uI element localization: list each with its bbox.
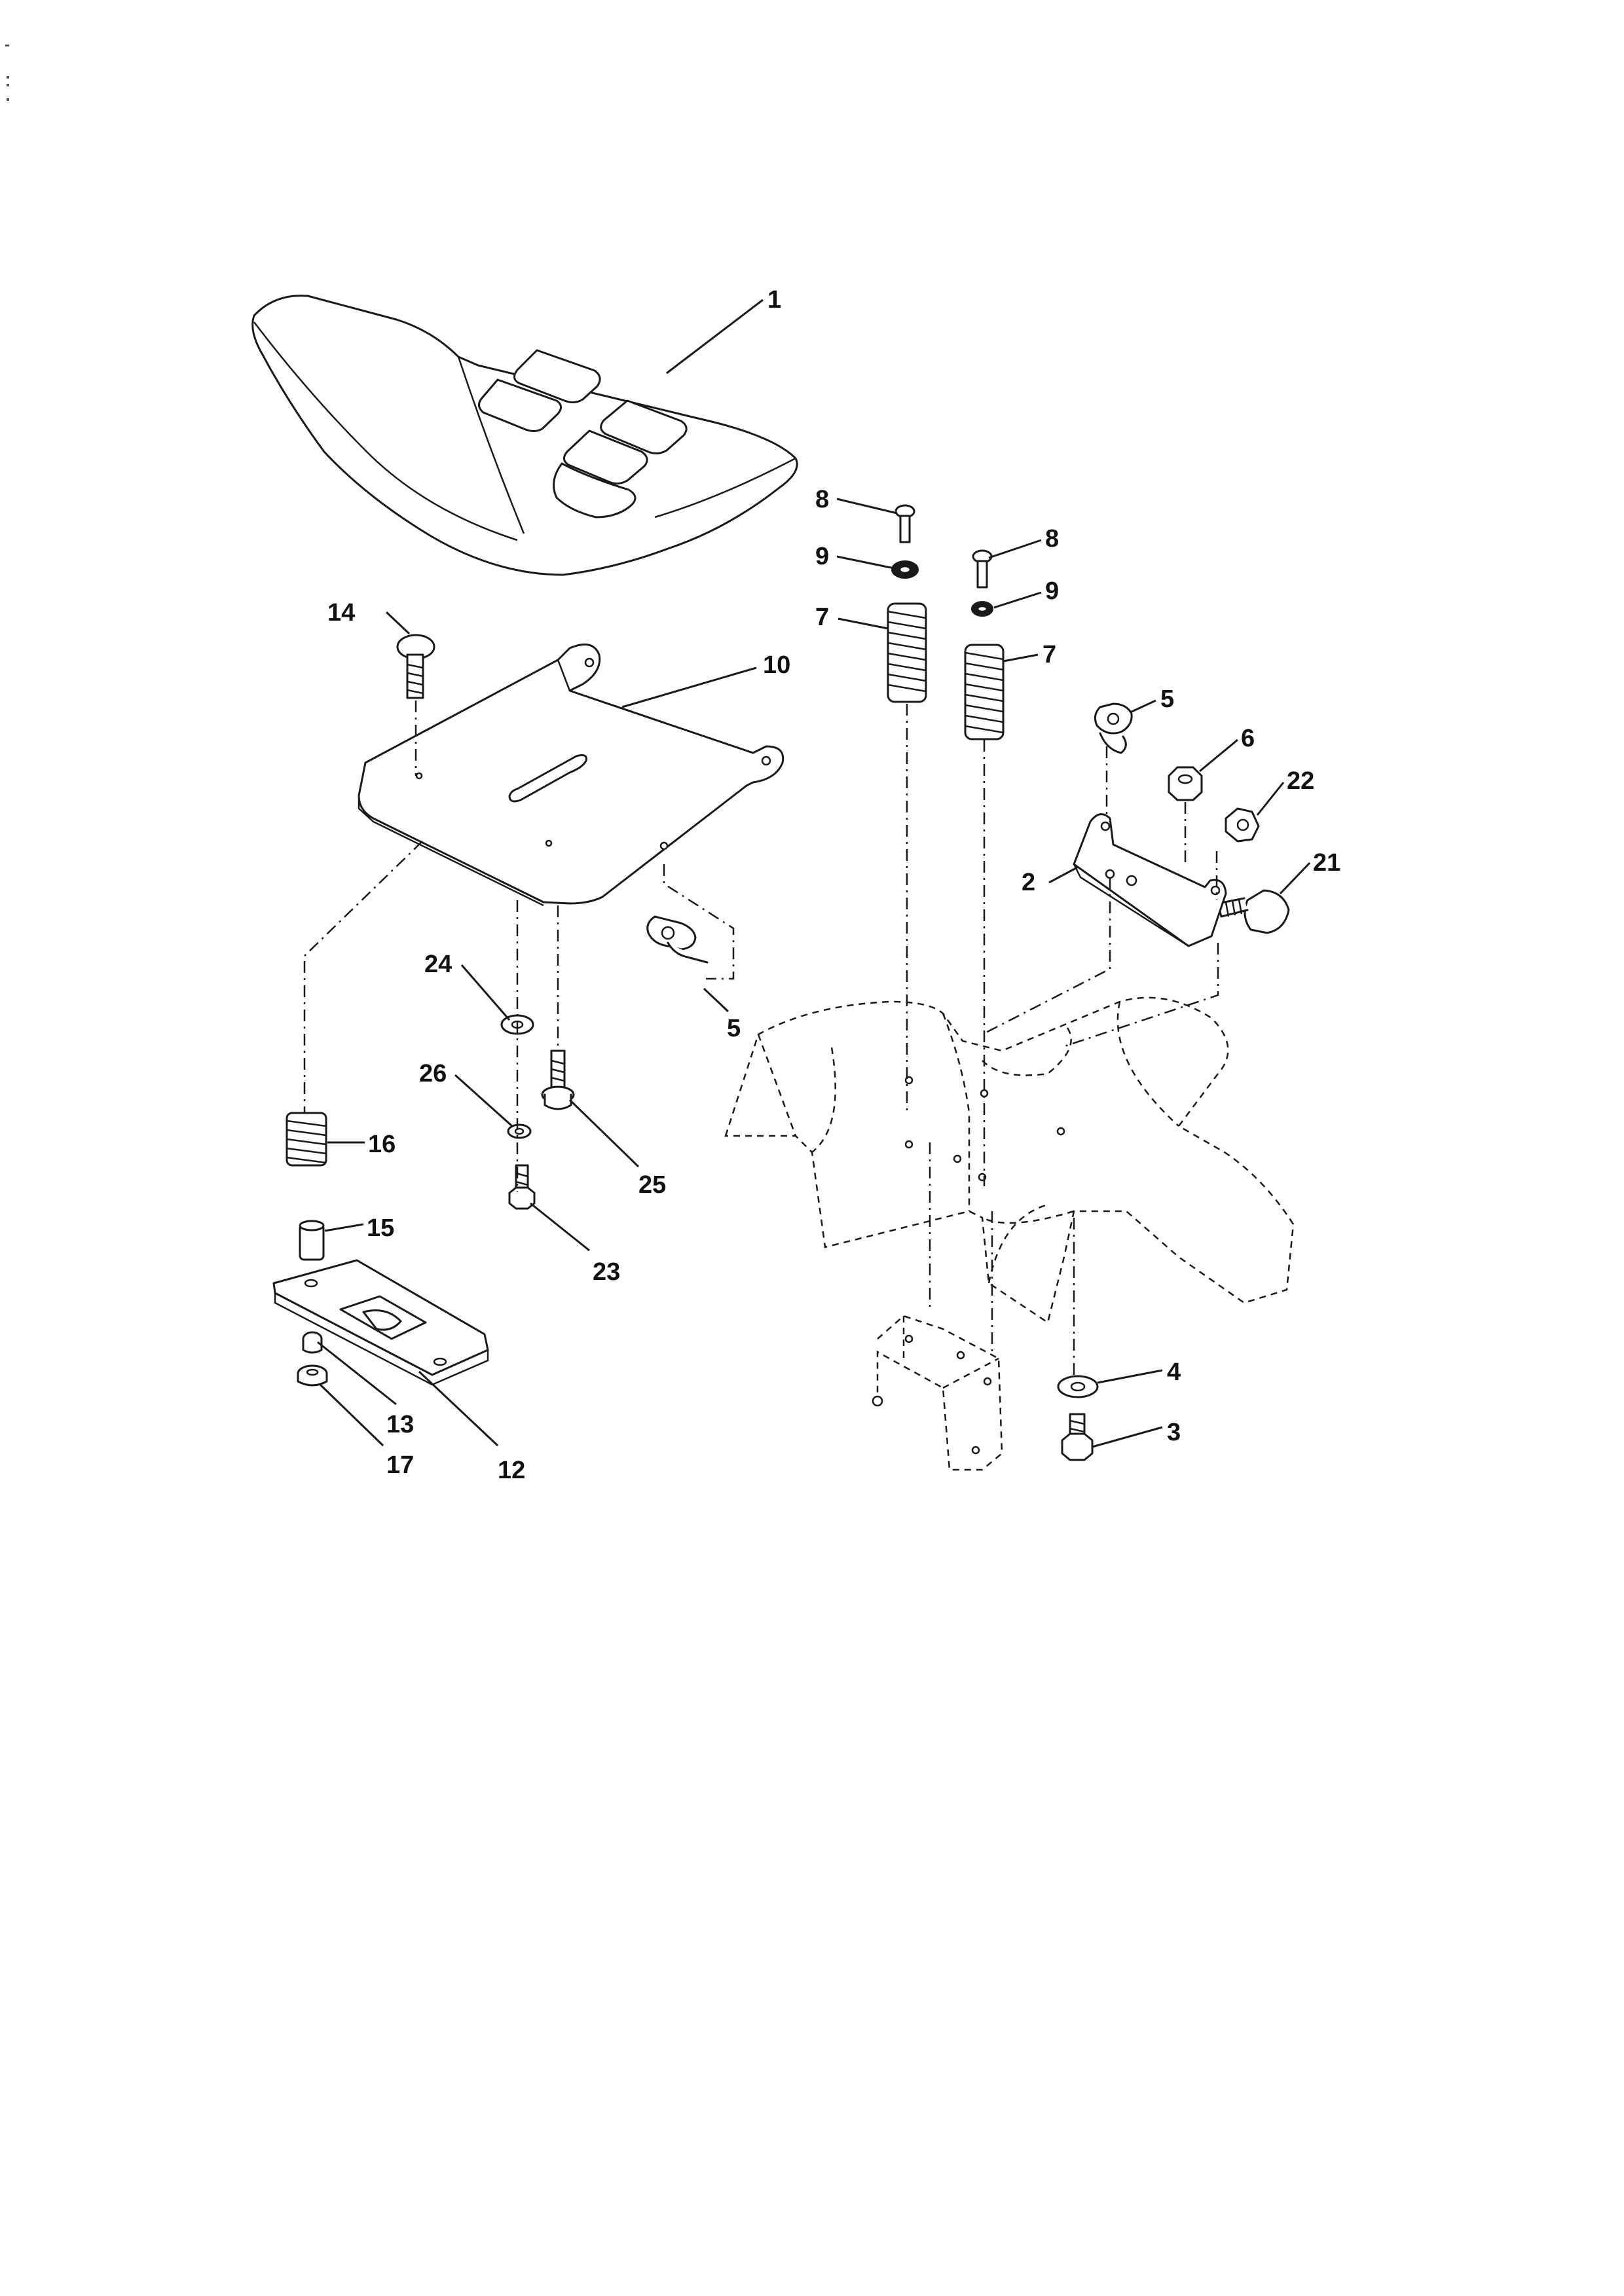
callout-8-right: 8 [1045,525,1059,553]
spring-16 [286,1112,327,1167]
spring-7-left [887,602,927,703]
spring-7-right [964,644,1005,740]
callout-labels: 1 2 3 4 5 5 6 7 7 8 8 9 9 10 12 13 14 15… [327,286,1340,1484]
callout-12: 12 [498,1457,525,1484]
shoulder-bolt-25 [541,1049,575,1110]
washer-9-left [891,560,919,579]
callout-10: 10 [763,651,790,679]
callout-7-left: 7 [815,604,829,631]
hairpin-clip-left [646,915,709,964]
seat [251,295,798,576]
callout-22: 22 [1287,767,1314,795]
callout-2: 2 [1022,869,1035,896]
callout-9-left: 9 [815,543,829,570]
callout-4: 4 [1167,1358,1181,1386]
callout-13: 13 [386,1411,414,1438]
lock-nut-6 [1168,766,1203,801]
callout-21: 21 [1313,849,1340,877]
leader-lines [317,299,1311,1448]
adjustment-bracket [272,1259,489,1386]
nut-13 [302,1331,323,1354]
lock-washer-26 [507,1123,532,1139]
seat-cushion-pads [478,349,688,519]
callout-25: 25 [638,1171,666,1199]
callout-9-right: 9 [1045,577,1059,605]
tractor-frame-phantom [724,996,1295,1471]
callout-14: 14 [327,599,355,627]
flange-nut-17 [297,1364,328,1387]
hex-bolt-3 [1061,1413,1094,1461]
callout-1: 1 [767,286,781,314]
shoulder-bolt-21 [1217,889,1290,934]
callout-24: 24 [424,951,452,978]
pivot-bracket [1073,813,1227,947]
hex-bolt-23 [508,1164,536,1210]
bolt-8-right [972,549,993,589]
hex-nut-22 [1225,807,1260,843]
washer-4 [1057,1375,1099,1398]
callout-23: 23 [593,1258,620,1286]
callout-16: 16 [368,1131,396,1158]
callout-26: 26 [419,1060,447,1087]
callout-7-right: 7 [1043,641,1056,668]
callout-5-right: 5 [1160,685,1174,713]
callout-3: 3 [1167,1419,1181,1446]
callout-6: 6 [1241,725,1255,752]
spacer-15 [299,1220,325,1261]
callout-17: 17 [386,1451,414,1479]
assembly-center-lines [303,701,1219,1375]
callout-8-left: 8 [815,486,829,513]
callout-5-left: 5 [727,1015,741,1042]
washer-9-right [971,601,993,617]
seat-pan [358,643,784,907]
hairpin-clip-right [1094,702,1133,754]
scan-specks [5,45,9,101]
callout-15: 15 [367,1214,394,1242]
carriage-bolt [396,634,435,699]
bolt-8-left [895,504,915,543]
